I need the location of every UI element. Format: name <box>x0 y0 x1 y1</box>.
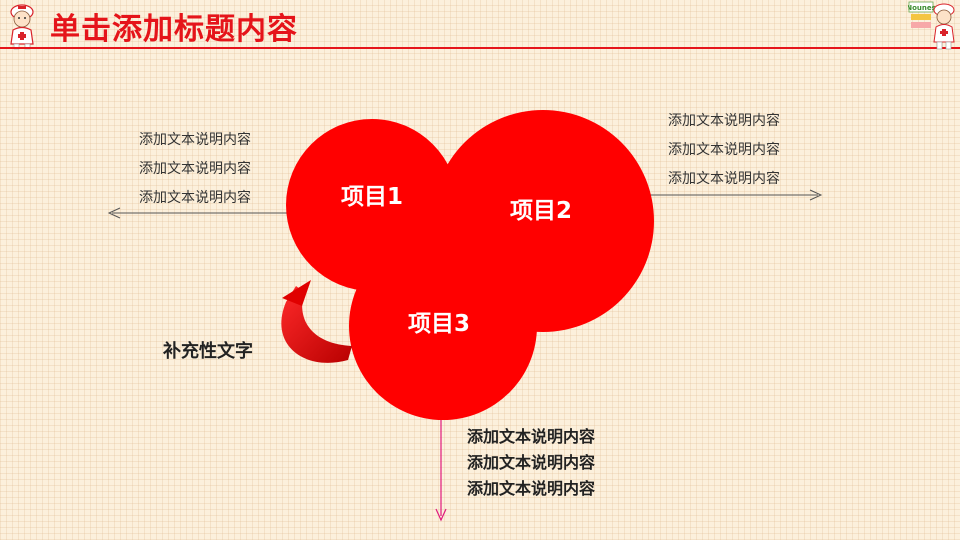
logo-text: Nounes <box>908 4 936 12</box>
left-arrowhead-icon <box>107 207 121 219</box>
circle-label-item-3: 项目3 <box>408 311 471 337</box>
left-text-2: 添加文本说明内容 <box>139 161 251 177</box>
circle-item-3 <box>349 232 537 420</box>
left-text-group: 添加文本说明内容 添加文本说明内容 添加文本说明内容 <box>139 126 251 213</box>
left-text-1: 添加文本说明内容 <box>139 132 251 148</box>
bottom-text-3: 添加文本说明内容 <box>467 479 596 498</box>
circle-label-item-1: 项目1 <box>341 184 404 210</box>
supplement-text: 补充性文字 <box>163 341 253 362</box>
right-arrowhead-icon <box>809 189 823 201</box>
nurse-mascot-right-icon: Nounes <box>906 0 960 52</box>
bottom-text-group: 添加文本说明内容 添加文本说明内容 添加文本说明内容 <box>467 424 595 502</box>
left-text-3: 添加文本说明内容 <box>139 190 251 206</box>
header-divider <box>0 47 960 49</box>
nurse-mascot-left-icon <box>2 0 46 50</box>
right-text-3: 添加文本说明内容 <box>668 171 780 187</box>
curved-arrowhead-icon <box>282 280 311 306</box>
right-text-1: 添加文本说明内容 <box>668 113 780 129</box>
curved-arrow-icon <box>281 286 352 363</box>
right-text-2: 添加文本说明内容 <box>668 142 780 158</box>
bottom-text-2: 添加文本说明内容 <box>467 453 596 472</box>
bottom-arrowhead-icon <box>435 508 447 522</box>
page-title: 单击添加标题内容 <box>50 12 298 47</box>
right-text-group: 添加文本说明内容 添加文本说明内容 添加文本说明内容 <box>668 107 780 194</box>
bottom-text-1: 添加文本说明内容 <box>467 427 596 446</box>
circle-label-item-2: 项目2 <box>510 198 573 224</box>
